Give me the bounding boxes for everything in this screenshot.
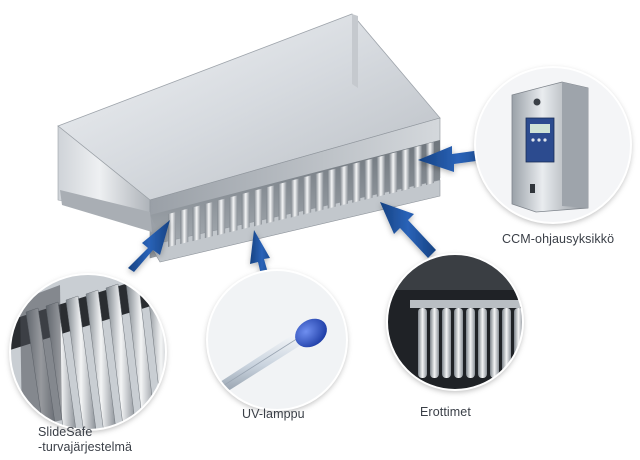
- filter-fin: [192, 205, 201, 242]
- filter-fin: [278, 182, 287, 221]
- slidesafe-rail: [145, 274, 166, 430]
- uv-lamp-detail-circle: [206, 269, 348, 411]
- arrow-slidesafe: [128, 220, 170, 272]
- slidesafe-detail-circle: [9, 273, 167, 431]
- filter-fin: [401, 148, 410, 191]
- ccm-lock-icon: [530, 184, 535, 193]
- ccm-unit-label: CCM-ohjausyksikkö: [502, 232, 615, 246]
- arrow-separators: [380, 202, 436, 258]
- separator-blade: [502, 308, 511, 378]
- separator-blade: [430, 308, 439, 378]
- uv-lamp-tip: [295, 318, 327, 348]
- separators-label: Erottimet: [420, 405, 471, 419]
- separator-blade: [466, 308, 475, 378]
- slidesafe-rail: [65, 295, 97, 430]
- filter-fin: [217, 198, 226, 236]
- filter-fin: [303, 175, 312, 215]
- filter-fins: [168, 142, 434, 247]
- uv-lamp-label: UV-lamppu: [242, 407, 305, 421]
- filter-fin: [204, 202, 213, 239]
- separators-detail-circle: [386, 253, 524, 391]
- filter-fin: [376, 155, 385, 197]
- filter-fin: [266, 185, 275, 224]
- ccm-display: [530, 124, 550, 133]
- filter-fin: [315, 172, 324, 212]
- filter-fin: [180, 208, 189, 245]
- filter-fin: [352, 162, 361, 203]
- slidesafe-rail: [105, 283, 137, 430]
- slidesafe-label-line1: SlideSafe: [38, 425, 93, 439]
- ccm-indicator-light: [533, 98, 541, 106]
- separator-blade: [490, 308, 499, 378]
- ccm-unit-detail-circle: [474, 66, 632, 224]
- separator-blade: [442, 308, 451, 378]
- separator-blade: [478, 308, 487, 378]
- filter-fin: [413, 145, 422, 188]
- uv-lamp-tube: [207, 326, 312, 405]
- separator-blade: [454, 308, 463, 378]
- slidesafe-rail: [85, 289, 117, 430]
- separator-blades: [418, 308, 523, 378]
- filter-fin: [254, 188, 262, 227]
- filter-fin: [229, 195, 238, 233]
- separator-blade: [418, 308, 427, 378]
- filter-fin: [327, 168, 336, 209]
- separator-blade: [514, 308, 523, 378]
- filter-fin: [340, 165, 348, 206]
- slidesafe-label: SlideSafe -turvajärjestelmä: [38, 425, 132, 455]
- filter-fin: [364, 158, 373, 200]
- slidesafe-label-line2: -turvajärjestelmä: [38, 440, 133, 454]
- filter-fin: [290, 178, 299, 218]
- filter-fin: [389, 152, 398, 194]
- filter-fin: [241, 192, 250, 230]
- filter-fin: [168, 212, 176, 247]
